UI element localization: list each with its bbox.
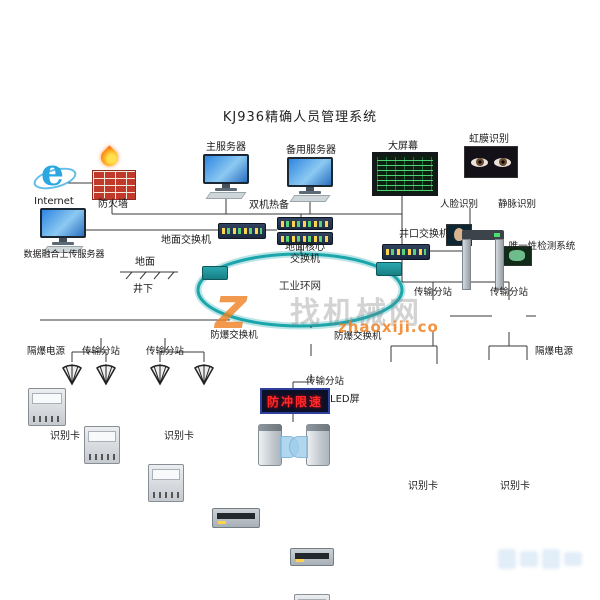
- label-face: 人脸识别: [439, 199, 478, 210]
- explosionproof-switch-2: [290, 548, 334, 566]
- wellhead-switch: [382, 244, 430, 260]
- label-firewall: 防火墙: [98, 199, 128, 210]
- label-underground: 井下: [133, 284, 153, 295]
- label-id-card-left-1: 识别卡: [50, 431, 80, 442]
- turnstile-pedestal: [306, 424, 330, 466]
- industrial-ring: [196, 252, 404, 328]
- label-vein: 静脉识别: [497, 199, 536, 210]
- label-core-switch: 地面核心 交换机: [285, 242, 325, 265]
- label-transmission-station-2: 传输分站: [145, 346, 184, 357]
- ring-node-right: [376, 262, 402, 276]
- label-dual-standby: 双机热备: [249, 200, 289, 211]
- label-explosionproof-switch-1: 防爆交换机: [210, 330, 258, 341]
- big-screen-grid: [377, 157, 433, 191]
- turnstile-pedestal: [258, 424, 282, 466]
- monitor-screen: [40, 208, 86, 238]
- label-flameproof-power-left: 隔爆电源: [26, 346, 65, 357]
- label-ground-switch: 地面交换机: [161, 235, 211, 246]
- label-flameproof-power-right: 隔爆电源: [534, 346, 573, 357]
- eye-icon: [471, 157, 488, 167]
- label-internet: Internet: [34, 196, 74, 207]
- led-screen: 防冲限速: [260, 388, 330, 414]
- label-ring-network: 工业环网: [279, 280, 321, 292]
- ring-node-left: [202, 266, 228, 280]
- label-id-card-left-2: 识别卡: [164, 431, 194, 442]
- big-screen: [372, 152, 438, 196]
- antenna-icon: [92, 362, 120, 390]
- explosionproof-switch-1: [212, 508, 260, 528]
- turnstile-wing: [289, 436, 308, 458]
- label-transmission-station-1: 传输分站: [81, 346, 120, 357]
- label-data-fusion-server: 数据融合上传服务器: [23, 250, 105, 260]
- label-transmission-station-r2: 传输分站: [489, 287, 528, 298]
- label-id-card-right-2: 识别卡: [500, 481, 530, 492]
- antenna-icon: [190, 362, 218, 390]
- uniqueness-detector-gate: [462, 230, 504, 290]
- label-uniqueness-system: 唯一性检测系统: [508, 241, 576, 252]
- backup-server-monitor: [287, 157, 333, 202]
- label-id-card-right-1: 识别卡: [408, 481, 438, 492]
- ie-e-glyph: e: [41, 152, 64, 194]
- flameproof-power-left: [28, 388, 66, 426]
- eye-icon: [494, 157, 511, 167]
- firewall-icon: [92, 170, 136, 200]
- gate-display: [462, 230, 504, 240]
- ground-switch: [218, 223, 266, 239]
- transmission-station-3: [294, 594, 330, 600]
- label-iris: 虹膜识别: [469, 134, 509, 145]
- label-ground: 地面: [135, 257, 155, 268]
- label-transmission-station-3: 传输分站: [305, 376, 344, 387]
- label-backup-server: 备用服务器: [286, 145, 336, 156]
- internet-icon: e: [36, 152, 72, 196]
- label-transmission-station-r1: 传输分站: [413, 287, 452, 298]
- monitor-screen: [203, 154, 249, 184]
- core-switch: [277, 217, 333, 245]
- label-explosionproof-switch-2: 防爆交换机: [334, 331, 382, 342]
- label-led-screen: LED屏: [330, 394, 360, 405]
- antenna-icon: [58, 362, 86, 390]
- label-main-server: 主服务器: [206, 142, 246, 153]
- label-big-screen: 大屏幕: [388, 141, 418, 152]
- antenna-icon: [146, 362, 174, 390]
- data-fusion-server-monitor: [40, 208, 86, 253]
- transmission-station-1: [84, 426, 120, 464]
- main-server-monitor: [203, 154, 249, 199]
- label-wellhead-switch: 井口交换机: [399, 229, 449, 240]
- turnstile-gate: [256, 420, 332, 468]
- iris-image: [464, 146, 518, 178]
- transmission-station-2: [148, 464, 184, 502]
- monitor-screen: [287, 157, 333, 187]
- led-text: 防冲限速: [266, 394, 323, 409]
- page-title: KJ936精确人员管理系统: [222, 110, 378, 125]
